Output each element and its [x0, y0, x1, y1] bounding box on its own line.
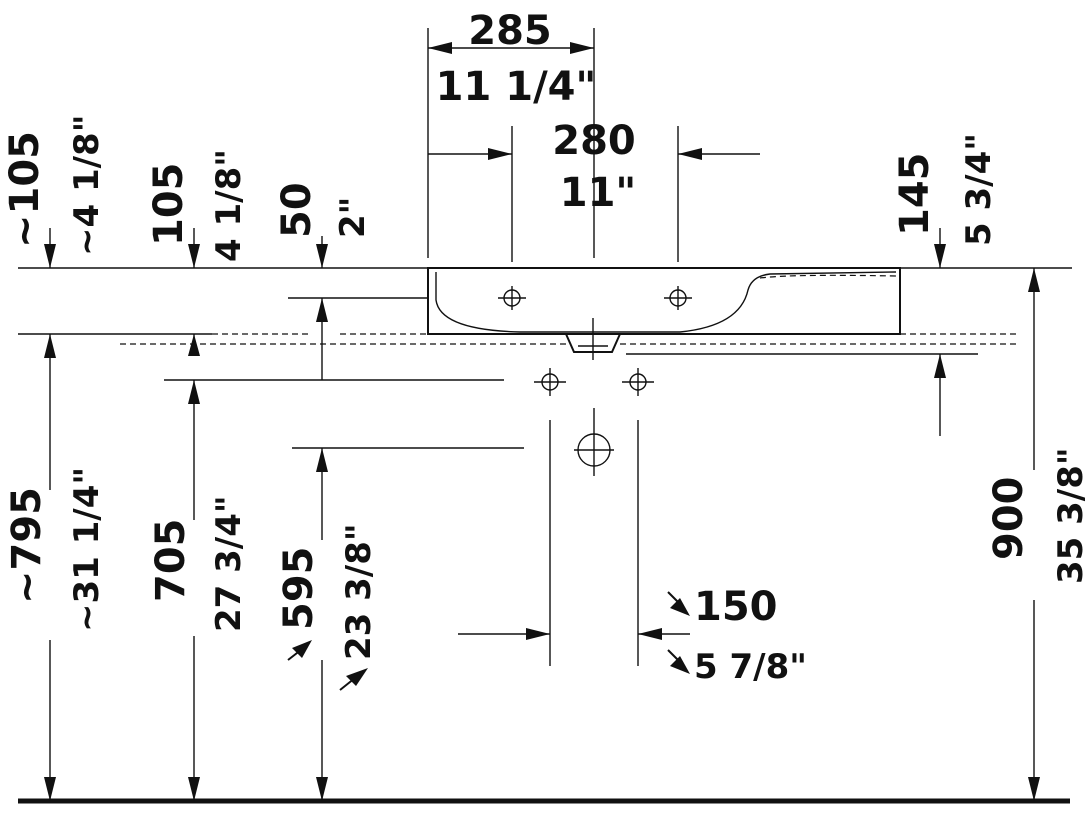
dim-280-in: 11" — [560, 170, 637, 216]
dim-595-in: 23 3/8" — [339, 523, 379, 660]
dim-height-arrows — [44, 268, 1040, 801]
dim-145-mm: 145 — [892, 153, 938, 237]
connection-symbols — [534, 368, 654, 666]
dim-900-mm: 900 — [986, 477, 1032, 561]
dim-280 — [428, 126, 760, 262]
reference-lines — [18, 267, 1072, 449]
dim-145-in: 5 3/4" — [959, 133, 999, 246]
dim-50-mm: 50 — [274, 182, 320, 238]
dim-595-mm: 595 — [276, 547, 322, 631]
basin-outline — [427, 267, 901, 360]
dim-left-top-arrows — [44, 228, 946, 436]
dim-105b-in: 4 1/8" — [209, 149, 249, 262]
dim-900-in: 35 3/8" — [1051, 447, 1088, 584]
dim-50-in: 2" — [333, 197, 373, 238]
dim-285-in: 11 1/4" — [436, 64, 597, 110]
dim-795-in: ~31 1/4" — [67, 467, 107, 632]
dim-795-mm: ~795 — [4, 487, 50, 604]
dim-105b-mm: 105 — [146, 163, 192, 247]
dim-705-in: 27 3/4" — [209, 495, 249, 632]
dim-105a-in: ~4 1/8" — [67, 115, 107, 256]
dim-150-in: 5 7/8" — [694, 647, 807, 687]
dim-705-mm: 705 — [148, 519, 194, 603]
dim-285-mm: 285 — [468, 8, 552, 54]
dim-105a-mm: ~105 — [2, 131, 48, 248]
dim-285 — [427, 28, 595, 258]
dim-150-mm: 150 — [694, 584, 778, 630]
dim-280-mm: 280 — [552, 118, 636, 164]
dim-150-arrows — [458, 591, 690, 674]
